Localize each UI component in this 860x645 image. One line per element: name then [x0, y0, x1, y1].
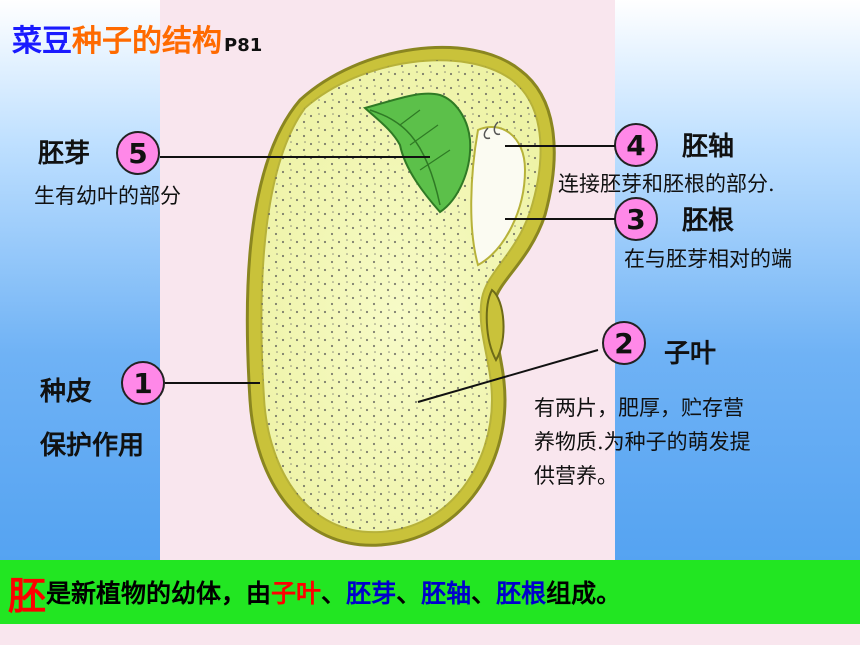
- summary-text-2: 组成。: [546, 579, 622, 608]
- summary-sep-3: 、: [471, 579, 497, 608]
- desc-cotyledon-2: 养物质.为种子的萌发提: [534, 430, 751, 454]
- summary-radicle: 胚根: [496, 579, 547, 608]
- leader-line-1: [165, 382, 260, 384]
- title-page-ref: P81: [224, 35, 263, 56]
- desc-hypocotyl: 连接胚芽和胚根的部分.: [558, 172, 775, 196]
- plumule: [362, 92, 472, 214]
- embryo-curl: [483, 121, 501, 140]
- summary-sep-1: 、: [321, 579, 347, 608]
- desc-seed-coat: 保护作用: [40, 431, 145, 461]
- number-3: 3: [614, 197, 658, 241]
- hilum: [485, 288, 505, 363]
- leader-line-2: [417, 349, 599, 403]
- number-4: 4: [614, 123, 658, 167]
- summary-sep-2: 、: [396, 579, 422, 608]
- label-hypocotyl: 胚轴: [682, 132, 735, 162]
- number-2: 2: [602, 321, 646, 365]
- leader-line-3: [505, 218, 615, 220]
- label-plumule: 胚芽: [38, 139, 91, 169]
- number-5: 5: [116, 131, 160, 175]
- desc-cotyledon-1: 有两片，肥厚，贮存营: [534, 396, 744, 420]
- summary-hypocotyl: 胚轴: [421, 579, 472, 608]
- number-1: 1: [121, 361, 165, 405]
- bean-seed-diagram: [245, 46, 556, 547]
- summary-cotyledon: 子叶: [271, 579, 322, 608]
- label-radicle: 胚根: [682, 206, 735, 236]
- bottom-strip: [0, 624, 860, 645]
- cotyledon-texture: [261, 60, 541, 533]
- summary-text-1: 是新植物的幼体，由: [46, 579, 272, 608]
- radicle: [470, 125, 527, 267]
- plumule-vein: [399, 109, 451, 171]
- title-main: 种子的结构: [72, 24, 222, 59]
- label-cotyledon: 子叶: [664, 339, 717, 369]
- summary-bar: 胚是新植物的幼体，由子叶、胚芽、胚轴、胚根组成。: [0, 560, 860, 624]
- title-plant: 菜豆: [12, 24, 72, 59]
- summary-embryo: 胚: [8, 573, 47, 618]
- plumule-vein: [369, 109, 441, 206]
- leader-line-4: [505, 145, 615, 147]
- desc-plumule: 生有幼叶的部分: [34, 184, 181, 208]
- desc-radicle: 在与胚芽相对的端: [624, 247, 792, 271]
- label-seed-coat: 种皮: [40, 377, 93, 407]
- desc-cotyledon-3: 供营养。: [534, 464, 618, 488]
- leader-line-5: [160, 156, 430, 158]
- summary-plumule: 胚芽: [346, 579, 397, 608]
